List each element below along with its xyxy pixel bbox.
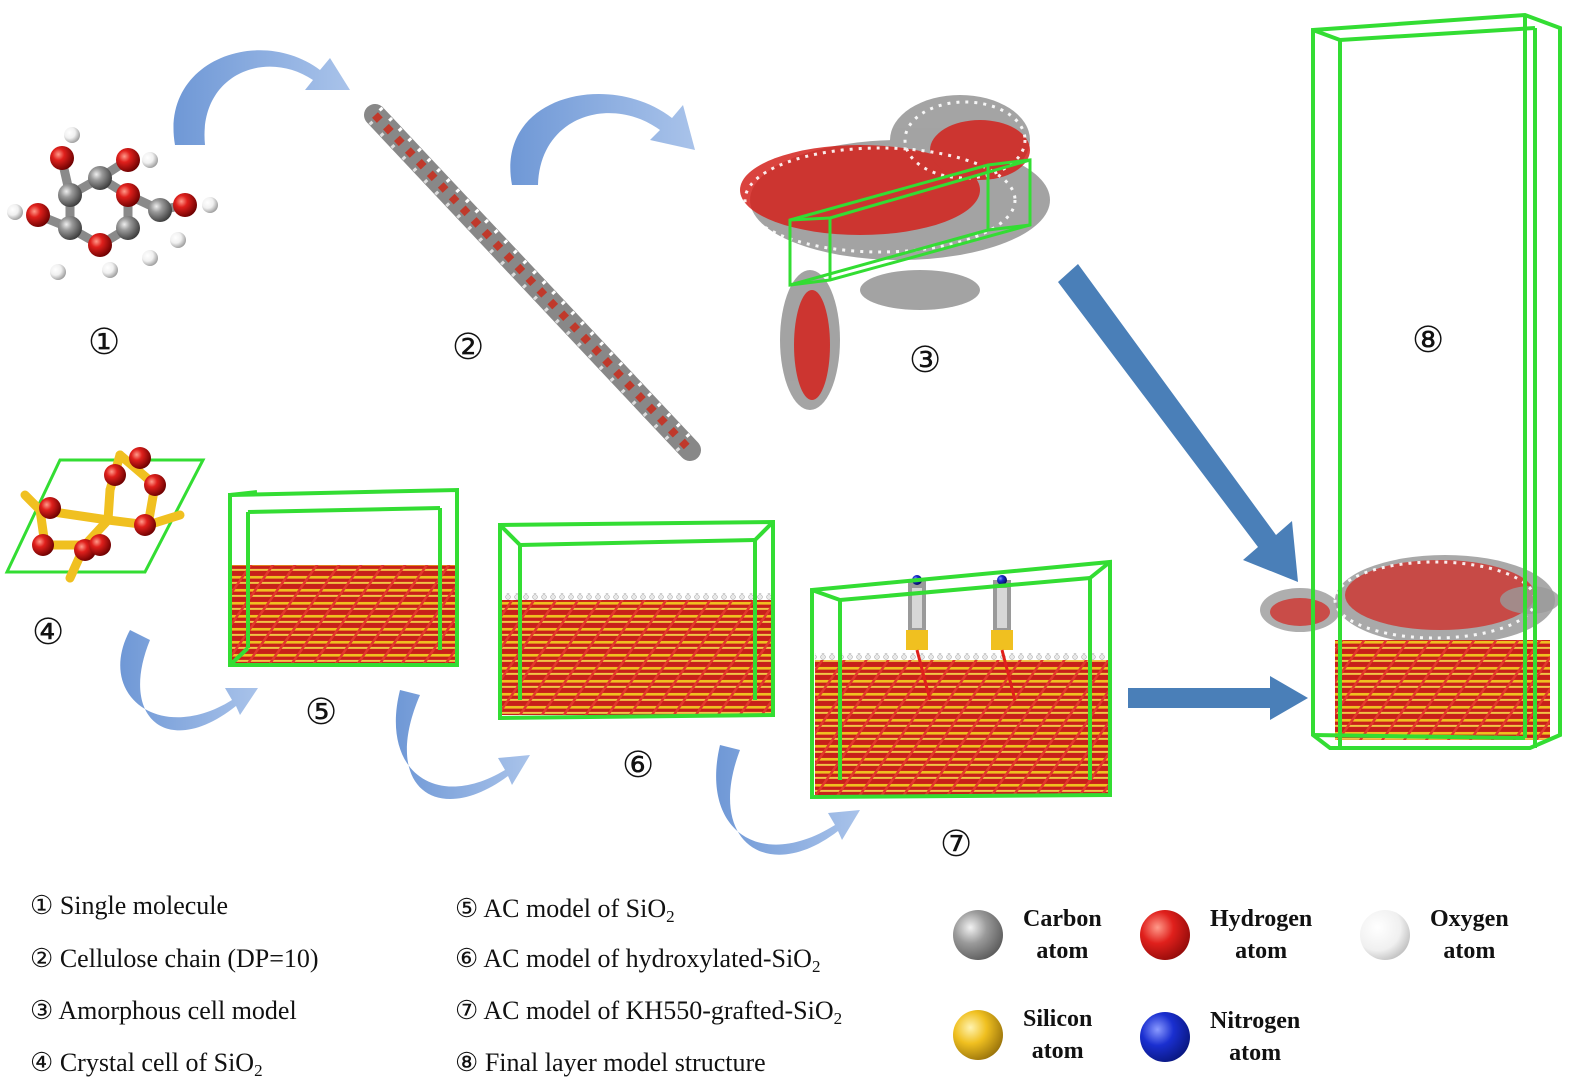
legend-item-2: ② Cellulose chain (DP=10) [30,946,319,975]
legend-text: Crystal cell of SiO [59,1048,255,1077]
model-label-8: ⑧ [1412,320,1445,361]
legend-text: AC model of hydroxylated-SiO [483,944,812,973]
legend-num: ⑧ [455,1048,479,1077]
legend-num: ② [30,944,54,973]
legend-item-1: ① Single molecule [30,893,228,922]
sio2-slab-model [228,487,459,667]
legend-text: AC model of SiO [483,894,667,923]
legend-item-6: ⑥ AC model of hydroxylated-SiO2 [455,944,821,976]
legend-text: Single molecule [59,891,229,920]
single-molecule-model [7,127,218,280]
hydroxylated-sio2-model [498,519,775,721]
curved-arrows [120,50,860,855]
legend-subscript: 2 [666,907,675,926]
cellulose-chain-model [364,104,701,461]
curved-arrow-6-to-7 [716,745,860,855]
curved-arrow-1-to-2 [173,50,350,145]
model-label-1: ① [88,322,121,363]
amorphous-cell-model [740,95,1050,410]
hydrogen-atom-icon [1140,910,1190,960]
curved-arrow-5-to-6 [395,690,530,800]
legend-subscript: 2 [833,1009,843,1028]
straight-arrows [1058,264,1308,720]
model-label-6: ⑥ [622,745,655,786]
model-label-2: ② [452,327,485,368]
nitrogen-atom-icon [1140,1012,1190,1062]
legend-num: ① [30,891,54,920]
legend-num: ③ [30,996,54,1025]
crystal-cell-model [4,447,206,583]
legend-num: ⑦ [455,996,479,1025]
carbon-atom-icon [953,910,1003,960]
legend-num: ⑥ [455,944,479,973]
model-label-3: ③ [909,340,942,381]
legend-subscript: 2 [254,1061,263,1080]
curved-arrow-4-to-5 [120,630,258,731]
final-layer-model [1260,12,1562,750]
arrow-3-to-8 [1058,264,1298,582]
legend-text: AC model of KH550-grafted-SiO [483,996,834,1025]
model-label-4: ④ [32,612,65,653]
legend-num: ⑤ [455,894,479,923]
legend-item-4: ④ Crystal cell of SiO2 [30,1048,263,1080]
legend-subscript: 2 [811,957,821,976]
oxygen-atom-icon [1360,910,1410,960]
model-label-7: ⑦ [940,824,973,865]
legend-item-5: ⑤ AC model of SiO2 [455,894,675,926]
silicon-atom-icon [953,1010,1003,1060]
curved-arrow-2-to-3 [510,94,695,185]
legend-item-7: ⑦ AC model of KH550-grafted-SiO2 [455,996,843,1028]
legend-item-3: ③ Amorphous cell model [30,998,297,1027]
kh550-grafted-sio2-model [810,559,1112,800]
legend-num: ④ [30,1048,54,1077]
cellulose-layer [1260,555,1560,645]
legend-text: Cellulose chain (DP=10) [59,944,319,973]
legend-text: Amorphous cell model [58,996,297,1025]
legend-item-8: ⑧ Final layer model structure [455,1050,766,1079]
arrow-7-to-8 [1128,676,1308,720]
legend-text: Final layer model structure [484,1048,766,1077]
model-label-5: ⑤ [305,692,338,733]
